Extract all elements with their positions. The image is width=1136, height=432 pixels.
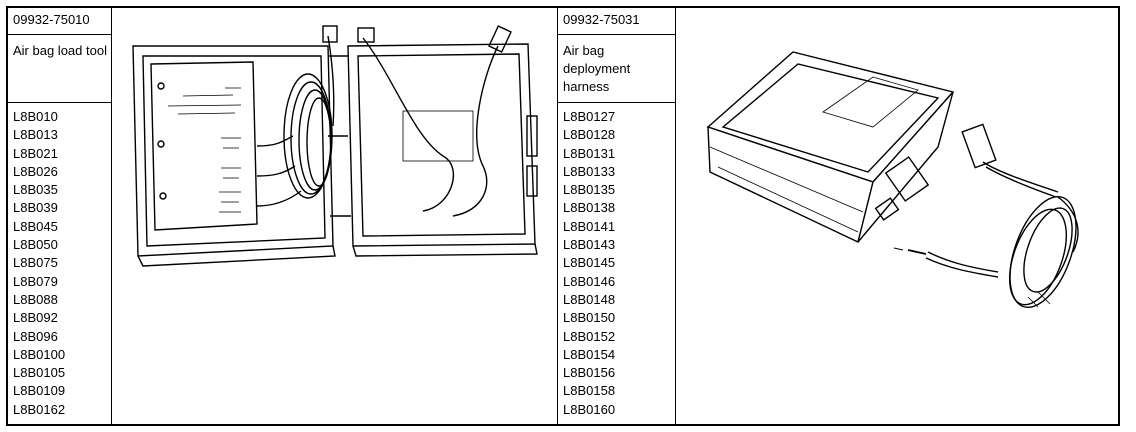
- air-bag-load-tool-illustration: [132, 25, 538, 267]
- list-item: L8B0135: [563, 182, 616, 198]
- divider: [557, 34, 675, 35]
- divider: [8, 102, 111, 103]
- list-item: L8B0138: [563, 200, 616, 216]
- list-item: L8B075: [13, 255, 58, 271]
- list-item: L8B045: [13, 218, 58, 234]
- list-item: L8B0131: [563, 145, 616, 161]
- list-item: L8B010: [13, 109, 58, 124]
- list-item: L8B0150: [563, 310, 616, 326]
- list-item: L8B0146: [563, 273, 616, 289]
- list-item: L8B0160: [563, 401, 616, 417]
- list-item: L8B0148: [563, 291, 616, 307]
- tool-name-right: Air bag deployment harness: [563, 43, 631, 94]
- list-item: L8B039: [13, 200, 58, 216]
- list-item: L8B035: [13, 182, 58, 198]
- list-item: L8B0145: [563, 255, 616, 271]
- divider: [557, 8, 558, 424]
- list-item: L8B0133: [563, 163, 616, 179]
- part-number-right: 09932-75031: [563, 12, 640, 27]
- list-item: L8B0152: [563, 328, 616, 344]
- list-item: L8B0158: [563, 383, 616, 399]
- list-item: L8B0156: [563, 365, 616, 381]
- list-item: L8B0109: [13, 383, 66, 399]
- code-list-left: L8B010 L8B013 L8B021 L8B026 L8B035 L8B03…: [13, 108, 65, 419]
- list-item: L8B0141: [563, 218, 616, 234]
- list-item: L8B0128: [563, 127, 616, 143]
- list-item: L8B0127: [563, 109, 616, 124]
- list-item: L8B0162: [13, 401, 66, 417]
- divider: [111, 8, 112, 424]
- list-item: L8B026: [13, 163, 58, 179]
- list-item: L8B079: [13, 273, 58, 289]
- list-item: L8B050: [13, 237, 58, 253]
- list-item: L8B092: [13, 310, 58, 326]
- air-bag-deployment-harness-illustration: [706, 51, 1079, 309]
- list-item: L8B088: [13, 291, 58, 307]
- tool-table: 09932-75010 Air bag load tool L8B010 L8B…: [6, 6, 1120, 426]
- list-item: L8B0100: [13, 346, 66, 362]
- list-item: L8B021: [13, 145, 58, 161]
- divider: [8, 34, 111, 35]
- list-item: L8B0154: [563, 346, 616, 362]
- list-item: L8B0105: [13, 365, 66, 381]
- list-item: L8B013: [13, 127, 58, 143]
- list-item: L8B0143: [563, 237, 616, 253]
- part-number-left: 09932-75010: [13, 12, 90, 27]
- code-list-right: L8B0127 L8B0128 L8B0131 L8B0133 L8B0135 …: [563, 108, 615, 419]
- divider: [675, 8, 676, 424]
- divider: [557, 102, 675, 103]
- tool-name-left: Air bag load tool: [13, 43, 107, 58]
- list-item: L8B096: [13, 328, 58, 344]
